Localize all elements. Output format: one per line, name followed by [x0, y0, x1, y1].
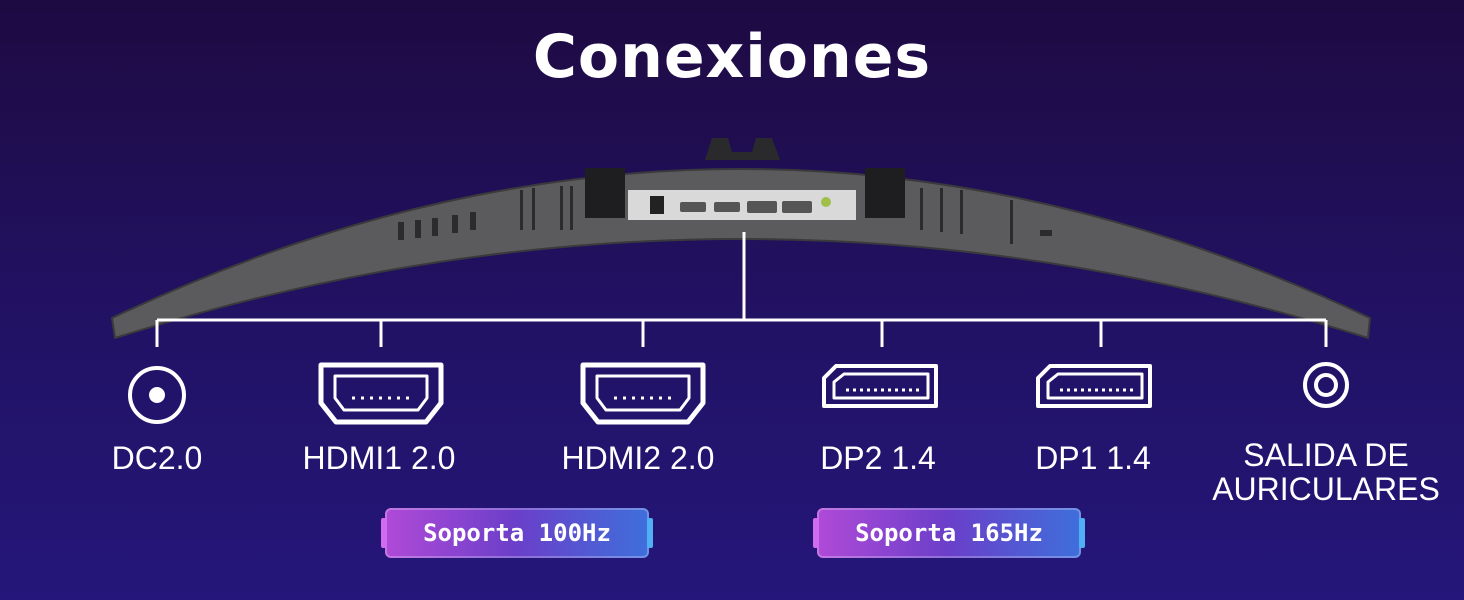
dc-power-icon: [128, 366, 186, 424]
badge-label: Soporta 100Hz: [423, 519, 611, 547]
port-panel: [628, 190, 856, 220]
port-label-headphone: SALIDA DE AURICULARES: [1196, 438, 1456, 506]
displayport-icon: [822, 364, 938, 408]
page-title: Conexiones: [532, 22, 932, 92]
displayport-icon: [1036, 364, 1152, 408]
hdmi-icon: [580, 362, 706, 425]
port-label-dc: DC2.0: [111, 440, 203, 476]
monitor-back: [110, 138, 1372, 340]
badge-165hz: Soporta 165Hz: [813, 508, 1085, 558]
label-line-1: SALIDA DE: [1243, 437, 1409, 473]
port-label-dp1: DP1 1.4: [1035, 440, 1151, 476]
label-line-2: AURICULARES: [1212, 471, 1440, 507]
connector-lines: [155, 232, 1328, 347]
badge-label: Soporta 165Hz: [855, 519, 1043, 547]
badge-100hz: Soporta 100Hz: [381, 508, 653, 558]
headphone-jack-icon: [1303, 362, 1349, 408]
hdmi-icon: [318, 362, 444, 425]
port-label-hdmi1: HDMI1 2.0: [302, 440, 456, 476]
port-label-dp2: DP2 1.4: [820, 440, 936, 476]
port-label-hdmi2: HDMI2 2.0: [561, 440, 715, 476]
